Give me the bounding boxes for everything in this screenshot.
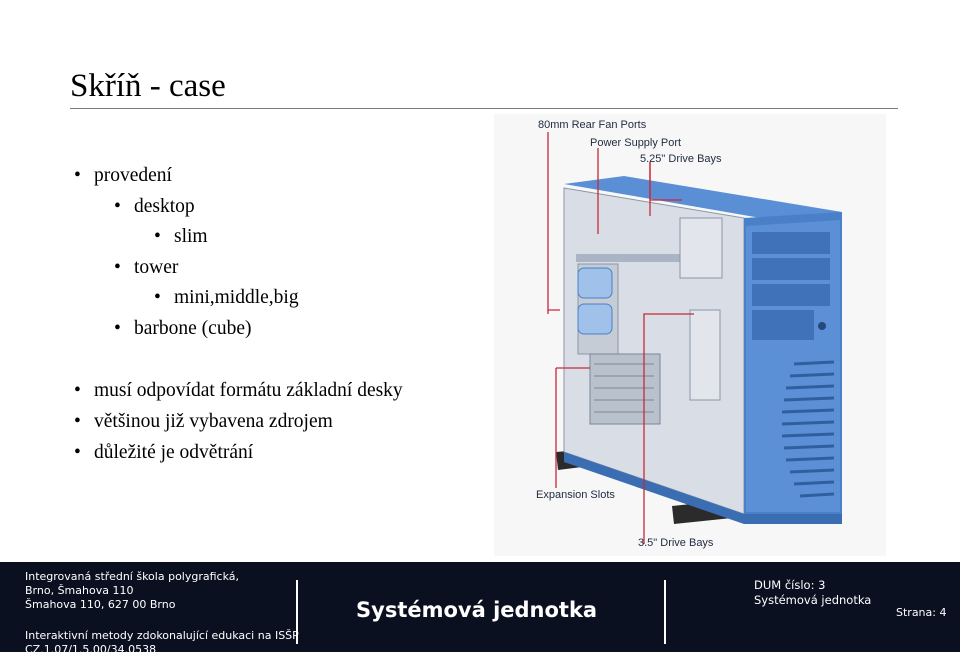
footer-line: Integrovaná střední škola polygrafická, (25, 570, 239, 583)
title-divider (70, 108, 898, 109)
label-rear-fan: 80mm Rear Fan Ports (538, 119, 647, 131)
footer-line: Šmahova 110, 627 00 Brno (25, 598, 176, 611)
bullet-item: •slim (154, 226, 208, 247)
footer-divider (296, 580, 298, 644)
footer-divider (664, 580, 666, 644)
footer-line: Brno, Šmahova 110 (25, 584, 134, 597)
bullet-item: •mini,middle,big (154, 287, 299, 308)
pc-case-illustration: 80mm Rear Fan Ports Power Supply Port 5.… (494, 114, 886, 556)
label-expansion-slots: Expansion Slots (536, 489, 615, 501)
label-525-drive-bays: 5.25" Drive Bays (640, 153, 722, 165)
bullet-item: •musí odpovídat formátu základní desky (74, 380, 403, 401)
pc-case-figure: 80mm Rear Fan Ports Power Supply Port 5.… (494, 114, 886, 556)
bullet-item: •barbone (cube) (114, 318, 252, 339)
bullet-item: •většinou již vybavena zdrojem (74, 411, 333, 432)
footer-line: DUM číslo: 3 (754, 578, 826, 592)
footer-line: Interaktivní metody zdokonalující edukac… (25, 629, 299, 642)
footer-dum-info: DUM číslo: 3 Systémová jednotka (754, 578, 871, 608)
slide-title: Skříň - case (70, 68, 226, 104)
bullet-item: •desktop (114, 196, 195, 217)
label-power-supply: Power Supply Port (590, 137, 681, 149)
bullet-item: •tower (114, 257, 179, 278)
footer-line: Systémová jednotka (754, 593, 872, 607)
footer-school-info: Integrovaná střední škola polygrafická, … (25, 570, 299, 657)
footer-bar: Integrovaná střední škola polygrafická, … (0, 562, 960, 656)
label-35-drive-bays: 3.5" Drive Bays (638, 537, 714, 549)
footer-topic: Systémová jednotka (356, 598, 598, 622)
page-number: Strana: 4 (896, 606, 947, 619)
bullet-item: •důležité je odvětrání (74, 442, 254, 463)
bullet-item: •provedení (74, 165, 172, 186)
footer-line: CZ.1.07/1.5.00/34.0538 (25, 643, 157, 656)
